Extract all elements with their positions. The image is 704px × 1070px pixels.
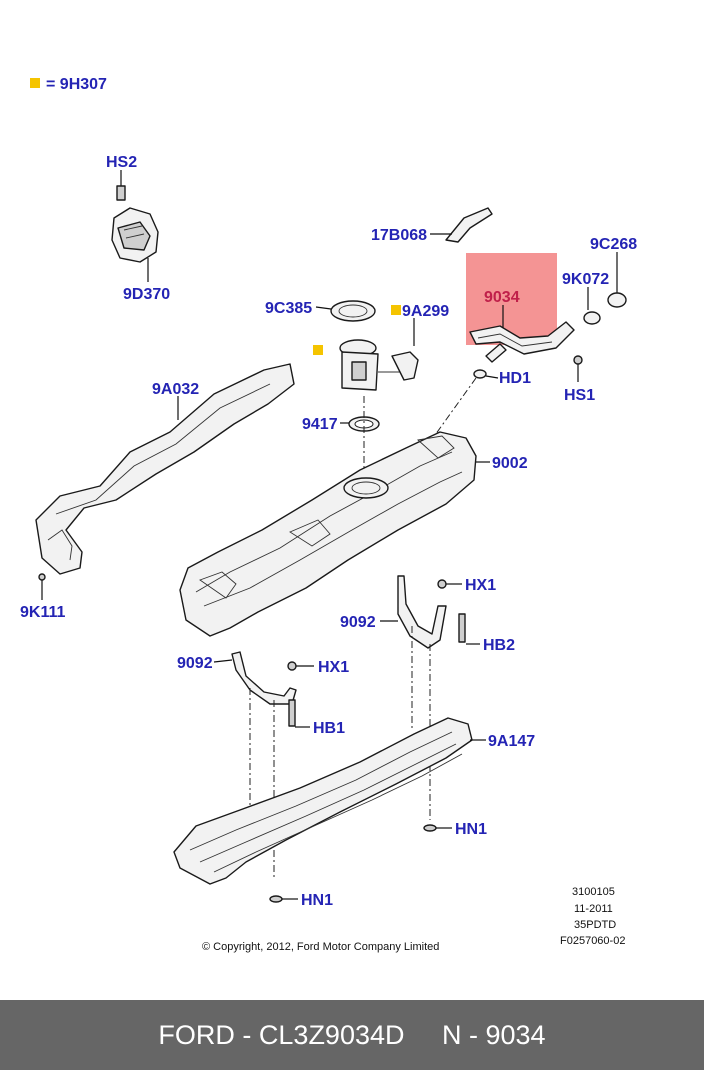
callout-9k072: 9K072 bbox=[562, 271, 609, 288]
callout-hd1: HD1 bbox=[499, 370, 531, 387]
callout-9a299: 9A299 bbox=[402, 303, 449, 320]
callout-hn1-bottom: HN1 bbox=[301, 892, 333, 909]
heat-shield-9a032 bbox=[35, 363, 295, 600]
callout-9417: 9417 bbox=[302, 416, 338, 433]
nut-hn1-bottom bbox=[269, 895, 298, 903]
callout-9a147: 9A147 bbox=[488, 733, 535, 750]
legend-marker bbox=[30, 78, 40, 88]
strap-9092-left bbox=[213, 651, 314, 728]
callout-9a032: 9A032 bbox=[152, 381, 199, 398]
copyright: © Copyright, 2012, Ford Motor Company Li… bbox=[202, 941, 439, 953]
callout-hs1: HS1 bbox=[564, 387, 595, 404]
cap-9c268 bbox=[583, 252, 627, 325]
callout-hb1: HB1 bbox=[313, 720, 345, 737]
footer-spacer bbox=[405, 1020, 443, 1051]
callout-9002: 9002 bbox=[492, 455, 528, 472]
callout-9d370: 9D370 bbox=[123, 286, 170, 303]
legend-text: = 9H307 bbox=[46, 76, 107, 93]
lock-ring-9c385 bbox=[315, 300, 376, 322]
footer-reference: N - 9034 bbox=[442, 1019, 546, 1050]
footer-part-number: FORD - CL3Z9034D bbox=[158, 1019, 405, 1050]
callout-9034: 9034 bbox=[484, 289, 520, 306]
callout-17b068: 17B068 bbox=[371, 227, 427, 244]
callout-9c268: 9C268 bbox=[590, 236, 637, 253]
callout-hx1-left: HX1 bbox=[318, 659, 349, 676]
skid-plate-9a147 bbox=[173, 717, 486, 885]
shield-17b068 bbox=[430, 207, 493, 243]
callout-hs2: HS2 bbox=[106, 154, 137, 171]
drawing-code-4: F0257060-02 bbox=[560, 935, 625, 947]
nut-hn1-right bbox=[423, 824, 452, 832]
seal-9417 bbox=[340, 416, 380, 432]
screw-hs1 bbox=[573, 355, 583, 382]
callout-9092-right: 9092 bbox=[340, 614, 376, 631]
module-9d370 bbox=[111, 170, 159, 282]
callout-hb2: HB2 bbox=[483, 637, 515, 654]
drawing-code-3: 35PDTD bbox=[574, 919, 616, 931]
clamp-hd1 bbox=[473, 369, 499, 379]
fuel-tank-9002 bbox=[179, 431, 490, 637]
footer-bar: FORD - CL3Z9034D N - 9034 bbox=[0, 1000, 704, 1070]
callout-9k111: 9K111 bbox=[20, 604, 65, 621]
parts-diagram: = 9H307 bbox=[20, 76, 637, 953]
callout-hn1-right: HN1 bbox=[455, 821, 487, 838]
callout-9092-left: 9092 bbox=[177, 655, 213, 672]
drawing-code-1: 3100105 bbox=[572, 886, 615, 898]
fuel-pump-module bbox=[313, 305, 419, 391]
strap-9092-right bbox=[380, 575, 480, 649]
filler-pipe-9034 bbox=[469, 305, 575, 363]
callout-9c385: 9C385 bbox=[265, 300, 312, 317]
callout-hx1-right: HX1 bbox=[465, 577, 496, 594]
drawing-code-2: 11-2011 bbox=[574, 903, 613, 915]
